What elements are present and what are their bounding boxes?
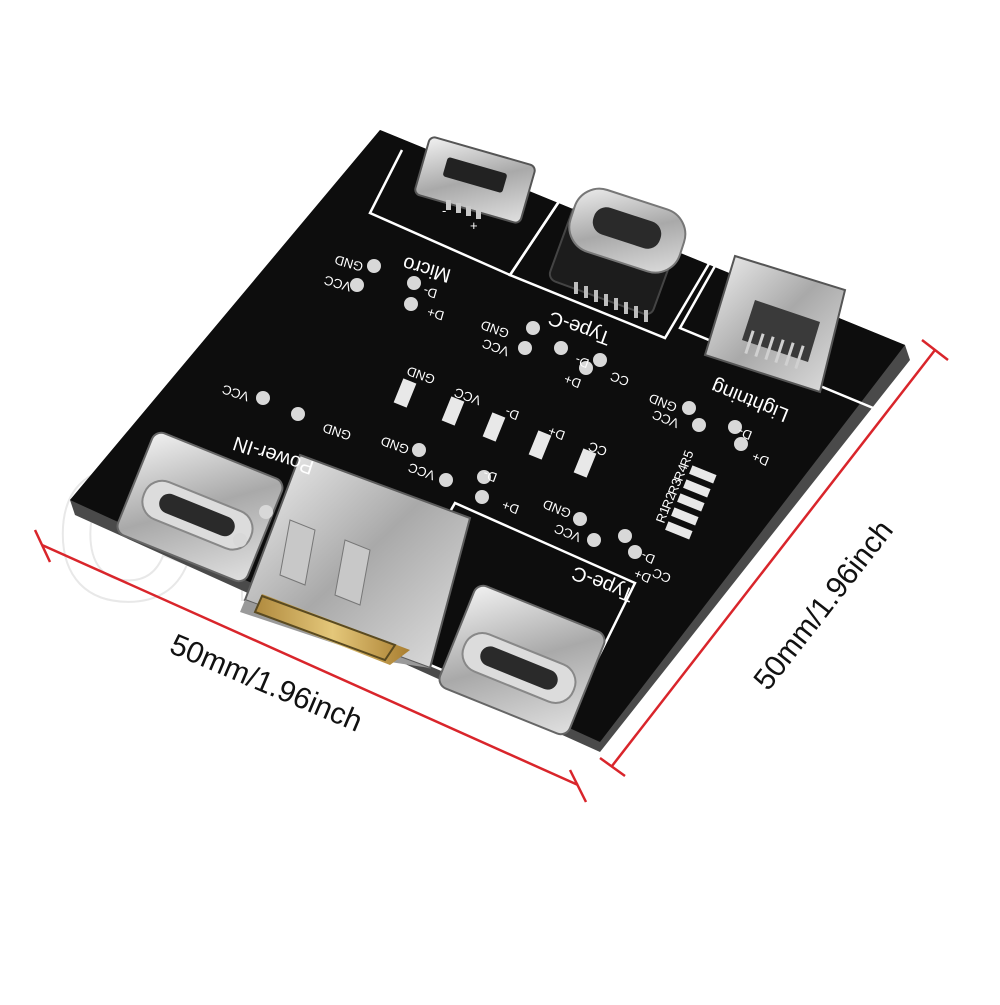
label-usba-dplus: D+ — [500, 497, 521, 517]
label-micro-minus: - — [442, 203, 446, 218]
label-lt-dplus: D+ — [750, 449, 771, 469]
label-micro-dminus: D- — [422, 283, 439, 301]
label-r2: R2 — [659, 490, 679, 511]
label-micro-dplus: D+ — [425, 304, 445, 323]
micro-usb-port — [414, 136, 536, 224]
label-r1: R1 — [653, 504, 673, 525]
lightning-port — [703, 254, 847, 394]
label-tct-dminus: D- — [573, 352, 591, 371]
label-tcb-dplus: D+ — [632, 566, 653, 586]
test-points — [233, 259, 748, 559]
label-tcb-dminus: D- — [639, 548, 657, 567]
label-tcb-cc: CC — [650, 565, 673, 586]
label-r4: R4 — [671, 462, 691, 483]
label-led-cc: CC — [586, 439, 609, 460]
label-usba-dminus: D- — [481, 466, 499, 485]
usb-a-port — [240, 453, 472, 670]
label-tct-dplus: D+ — [562, 371, 583, 391]
label-micro-vcc: VCC — [322, 273, 353, 295]
dimension-lines — [33, 339, 949, 803]
type-c-bottom-port — [438, 584, 606, 736]
resistor-pads — [665, 465, 717, 540]
label-led-dplus: D+ — [546, 423, 567, 443]
label-led-dminus: D- — [503, 404, 521, 423]
label-r5: R5 — [677, 448, 697, 469]
type-c-top-port — [548, 187, 687, 322]
label-lt-dminus: D- — [736, 424, 754, 443]
label-tct-cc: CC — [608, 369, 631, 390]
led-indicators — [393, 378, 597, 478]
label-micro-plus: + — [470, 218, 478, 233]
height-dimension-label: 50mm/1.96inch — [748, 514, 900, 696]
label-r3: R3 — [665, 476, 685, 497]
